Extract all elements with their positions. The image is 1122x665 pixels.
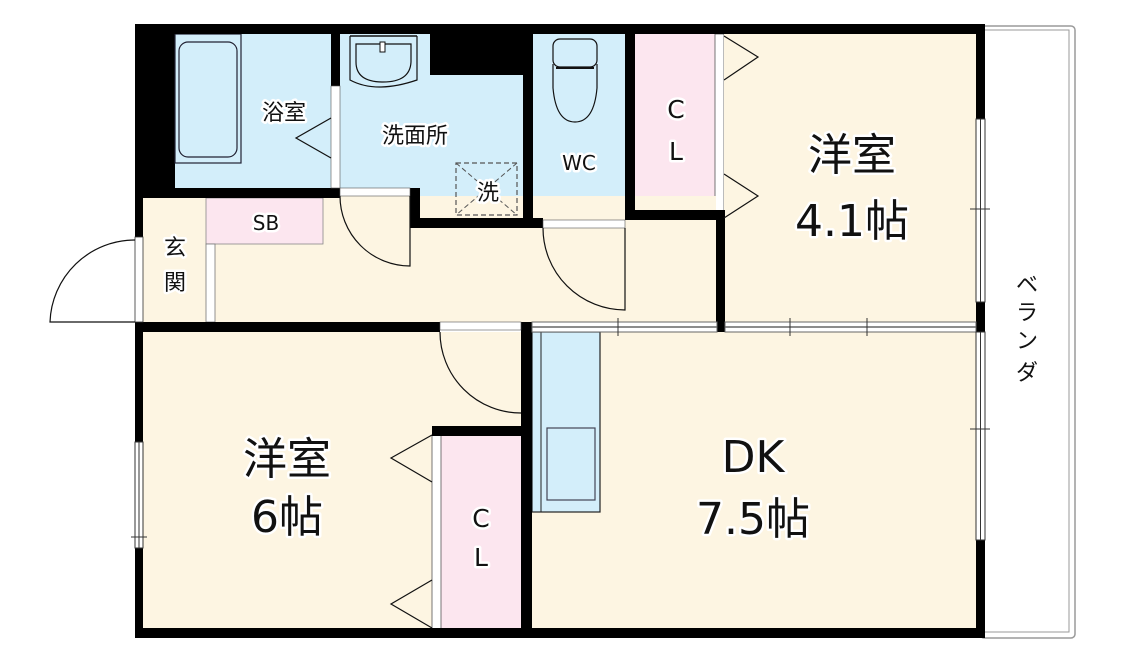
sink-icon [349, 35, 418, 88]
room-bath [175, 34, 331, 188]
room-wc [533, 34, 625, 220]
label-bedroom-large-2: 6帖 [251, 492, 323, 543]
label-balcony: ベ ラ ン ダ [1013, 271, 1040, 389]
door-swings [49, 35, 760, 629]
room-closet-bottom [440, 435, 521, 630]
label-entrance-2: 関 [164, 271, 186, 296]
room-dining-kitchen [532, 332, 976, 630]
label-washroom: 洗面所 [382, 124, 448, 149]
label-bedroom-small-2: 4.1帖 [795, 196, 909, 247]
svg-text:ベ: ベ [1016, 273, 1038, 298]
label-closet-bottom-1: C [472, 504, 489, 533]
label-bath: 浴室 [262, 101, 306, 126]
label-bedroom-large-1: 洋室 [243, 434, 331, 485]
label-washer: 洗 [477, 181, 499, 206]
label-dk-2: 7.5帖 [696, 494, 810, 545]
kitchen-counter [531, 331, 601, 513]
room-bedroom-small [724, 34, 976, 322]
label-closet-top-1: C [667, 95, 684, 124]
svg-text:ダ: ダ [1016, 361, 1038, 386]
toilet-icon [552, 38, 598, 123]
sliding-door-partition [531, 318, 977, 336]
room-closet-top [635, 34, 715, 220]
label-closet-top-2: L [669, 137, 683, 166]
windows [131, 118, 990, 549]
svg-text:ラ: ラ [1016, 301, 1038, 326]
walls [135, 24, 985, 638]
label-closet-bottom-2: L [474, 543, 488, 572]
label-wc: WC [562, 151, 596, 175]
label-dk-1: DK [722, 432, 786, 483]
svg-text:ン: ン [1016, 329, 1038, 354]
label-entrance-1: 玄 [164, 236, 186, 261]
room-washroom [340, 34, 523, 218]
washer-pan-icon [455, 162, 518, 216]
label-bedroom-small-1: 洋室 [808, 130, 896, 181]
room-shoe-box [205, 197, 324, 245]
label-shoe-box: SB [253, 211, 279, 235]
wall-notch-washroom [430, 34, 523, 75]
